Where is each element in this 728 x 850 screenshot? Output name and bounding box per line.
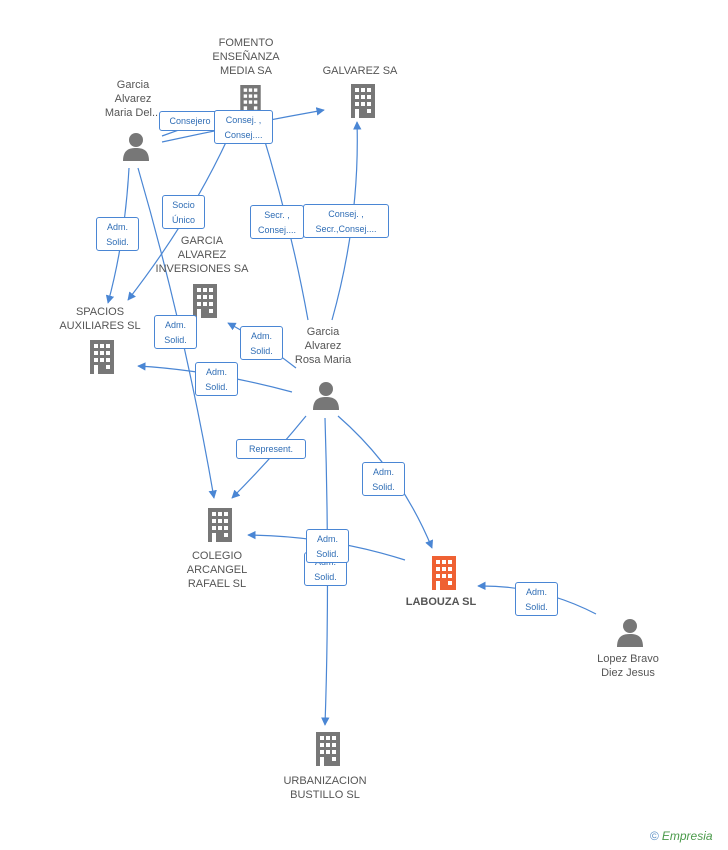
garcia-maria-person-icon[interactable] xyxy=(123,133,149,161)
node-label-lopez[interactable]: Lopez Bravo Diez Jesus xyxy=(597,653,659,679)
labouza-building-icon[interactable] xyxy=(432,556,456,590)
edge-label-consej-secr: Consej. , Secr.,Consej.... xyxy=(303,204,389,238)
node-label-fomento[interactable]: FOMENTO ENSEÑANZA MEDIA SA xyxy=(212,37,280,77)
node-label-urbanizacion[interactable]: URBANIZACION BUSTILLO SL xyxy=(283,775,367,801)
brand-logo[interactable]: ©Empresia xyxy=(650,829,713,843)
edge-label-consej-fomento-galvarez: Consej. , Consej.... xyxy=(214,110,273,144)
node-label-colegio[interactable]: COLEGIO ARCANGEL RAFAEL SL xyxy=(186,550,248,590)
edge-label-adm-solid-maria-colegio: Adm. Solid. xyxy=(154,315,197,349)
node-label-garcia-maria[interactable]: Garcia Alvarez Maria Del... xyxy=(104,79,162,119)
edge-label-secr-consej: Secr. , Consej.... xyxy=(250,205,304,239)
urbanizacion-building-icon[interactable] xyxy=(316,732,340,766)
edge-label-adm-solid-rosa-inversiones: Adm. Solid. xyxy=(240,326,283,360)
copyright-icon: © xyxy=(650,829,659,843)
edge-label-adm-solid-rosa-spacios: Adm. Solid. xyxy=(195,362,238,396)
edge-label-adm-solid-rosa-labouza: Adm. Solid. xyxy=(362,462,405,496)
lopez-person-icon[interactable] xyxy=(617,619,643,647)
edge-label-consejero: Consejero xyxy=(159,111,221,131)
node-label-garcia-rosa[interactable]: Garcia Alvarez Rosa Maria xyxy=(294,326,352,366)
edge-label-adm-solid-lopez-labouza: Adm. Solid. xyxy=(515,582,558,616)
brand-name: Empresia xyxy=(661,829,713,843)
spacios-building-icon[interactable] xyxy=(90,340,114,374)
node-label-galvarez[interactable]: GALVAREZ SA xyxy=(322,65,398,77)
inversiones-building-icon[interactable] xyxy=(193,284,217,318)
colegio-building-icon[interactable] xyxy=(208,508,232,542)
node-label-inversiones[interactable]: GARCIA ALVAREZ INVERSIONES SA xyxy=(155,235,249,275)
garcia-rosa-person-icon[interactable] xyxy=(313,382,339,410)
galvarez-building-icon[interactable] xyxy=(351,84,375,118)
edge-label-adm-solid-labouza-colegio: Adm. Solid. xyxy=(306,529,349,563)
node-label-spacios[interactable]: SPACIOS AUXILIARES SL xyxy=(59,306,141,332)
edge-label-adm-solid-maria-spacios: Adm. Solid. xyxy=(96,217,139,251)
node-label-labouza[interactable]: LABOUZA SL xyxy=(405,596,477,608)
edge-label-socio-unico: Socio Único xyxy=(162,195,205,229)
edge-label-represent: Represent. xyxy=(236,439,306,459)
